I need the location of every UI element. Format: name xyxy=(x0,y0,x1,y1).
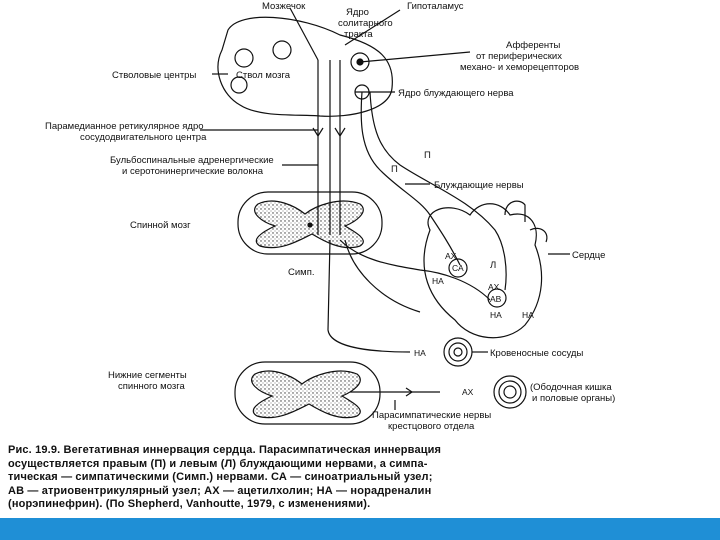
label-solitary-3: тракта xyxy=(344,29,373,40)
label-gut-2: и половые органы) xyxy=(532,393,615,404)
caption-line: АВ — атриовентрикулярный узел; АХ — ацет… xyxy=(8,485,712,499)
caption-line: тическая — симпатическими (Симп.) нервам… xyxy=(8,471,712,485)
label-P2: П xyxy=(391,164,398,175)
label-HA3: НА xyxy=(522,310,534,320)
brainstem-nucleus xyxy=(273,41,291,59)
blood-vessel-lumen xyxy=(454,348,462,356)
label-lower-spinal-1: Нижние сегменты xyxy=(108,370,187,381)
label-vagus-nucleus: Ядро блуждающего нерва xyxy=(398,88,514,99)
cerebellum-line xyxy=(290,8,318,60)
label-AX3: АХ xyxy=(462,387,474,397)
autonomic-heart-diagram: Мозжечок Ядро солитарного тракта Гипотал… xyxy=(0,0,720,440)
figure-caption: Рис. 19.9. Вегетативная иннервация сердц… xyxy=(8,444,712,512)
label-heart: Сердце xyxy=(572,250,605,261)
afferent-line xyxy=(360,52,470,62)
blood-vessel-inner xyxy=(449,343,467,361)
label-afferents-3: механо- и хеморецепторов xyxy=(460,62,579,73)
label-brainstem: Ствол мозга xyxy=(236,70,291,81)
label-brainstem-centers: Стволовые центры xyxy=(112,70,196,81)
label-afferents-1: Афференты xyxy=(506,40,561,51)
label-CA: СА xyxy=(452,263,464,273)
sympathetic-nerve xyxy=(328,240,410,352)
caption-line: осуществляется правым (П) и левым (Л) бл… xyxy=(8,458,712,472)
bottom-color-bar xyxy=(0,518,720,540)
blood-vessel xyxy=(444,338,472,366)
caption-line: (норэпинефрин). (По Shepherd, Vanhoutte,… xyxy=(8,498,712,512)
label-cerebellum: Мозжечок xyxy=(262,1,306,12)
aorta xyxy=(530,228,547,242)
label-AX2: АХ xyxy=(488,282,500,292)
label-spinal-cord: Спинной мозг xyxy=(130,220,191,231)
label-AB: АВ xyxy=(490,294,502,304)
label-blood-vessels: Кровеносные сосуды xyxy=(490,348,583,359)
sympathetic-nerve xyxy=(340,240,490,300)
label-parasympathetic-1: Парасимпатические нервы xyxy=(372,410,491,421)
label-hypothalamus: Гипоталамус xyxy=(407,1,464,12)
label-paramedian-1: Парамедианное ретикулярное ядро xyxy=(45,121,204,132)
lower-spinal-grey-matter xyxy=(252,371,361,418)
vagus-nerve xyxy=(361,92,460,265)
label-solitary-2: солитарного xyxy=(338,18,393,29)
label-solitary-1: Ядро xyxy=(346,7,369,18)
label-parasympathetic-2: крестцового отдела xyxy=(388,421,475,432)
label-lower-spinal-2: спинного мозга xyxy=(118,381,185,392)
label-bulbospinal-2: и серотонинергические волокна xyxy=(122,166,264,177)
caption-line: Рис. 19.9. Вегетативная иннервация сердц… xyxy=(8,444,712,458)
label-symp: Симп. xyxy=(288,267,314,278)
spinal-canal xyxy=(308,223,312,227)
label-P1: П xyxy=(424,150,431,161)
label-afferents-2: от периферических xyxy=(476,51,562,62)
label-HA1: НА xyxy=(432,276,444,286)
vagus-nerve xyxy=(370,92,506,290)
label-HA4: НА xyxy=(414,348,426,358)
label-paramedian-2: сосудодвигательного центра xyxy=(80,132,207,143)
label-HA2: НА xyxy=(490,310,502,320)
colon-lumen xyxy=(504,386,516,398)
label-AX1: АХ xyxy=(445,251,457,261)
label-L: Л xyxy=(490,260,496,271)
label-gut-1: (Ободочная кишка xyxy=(530,382,612,393)
label-vagus-nerves: Блуждающие нервы xyxy=(434,180,524,191)
sympathetic-nerve xyxy=(345,240,420,312)
label-bulbospinal-1: Бульбоспинальные адренергические xyxy=(110,155,274,166)
brainstem-nucleus xyxy=(235,49,253,67)
colon-inner xyxy=(499,381,521,403)
